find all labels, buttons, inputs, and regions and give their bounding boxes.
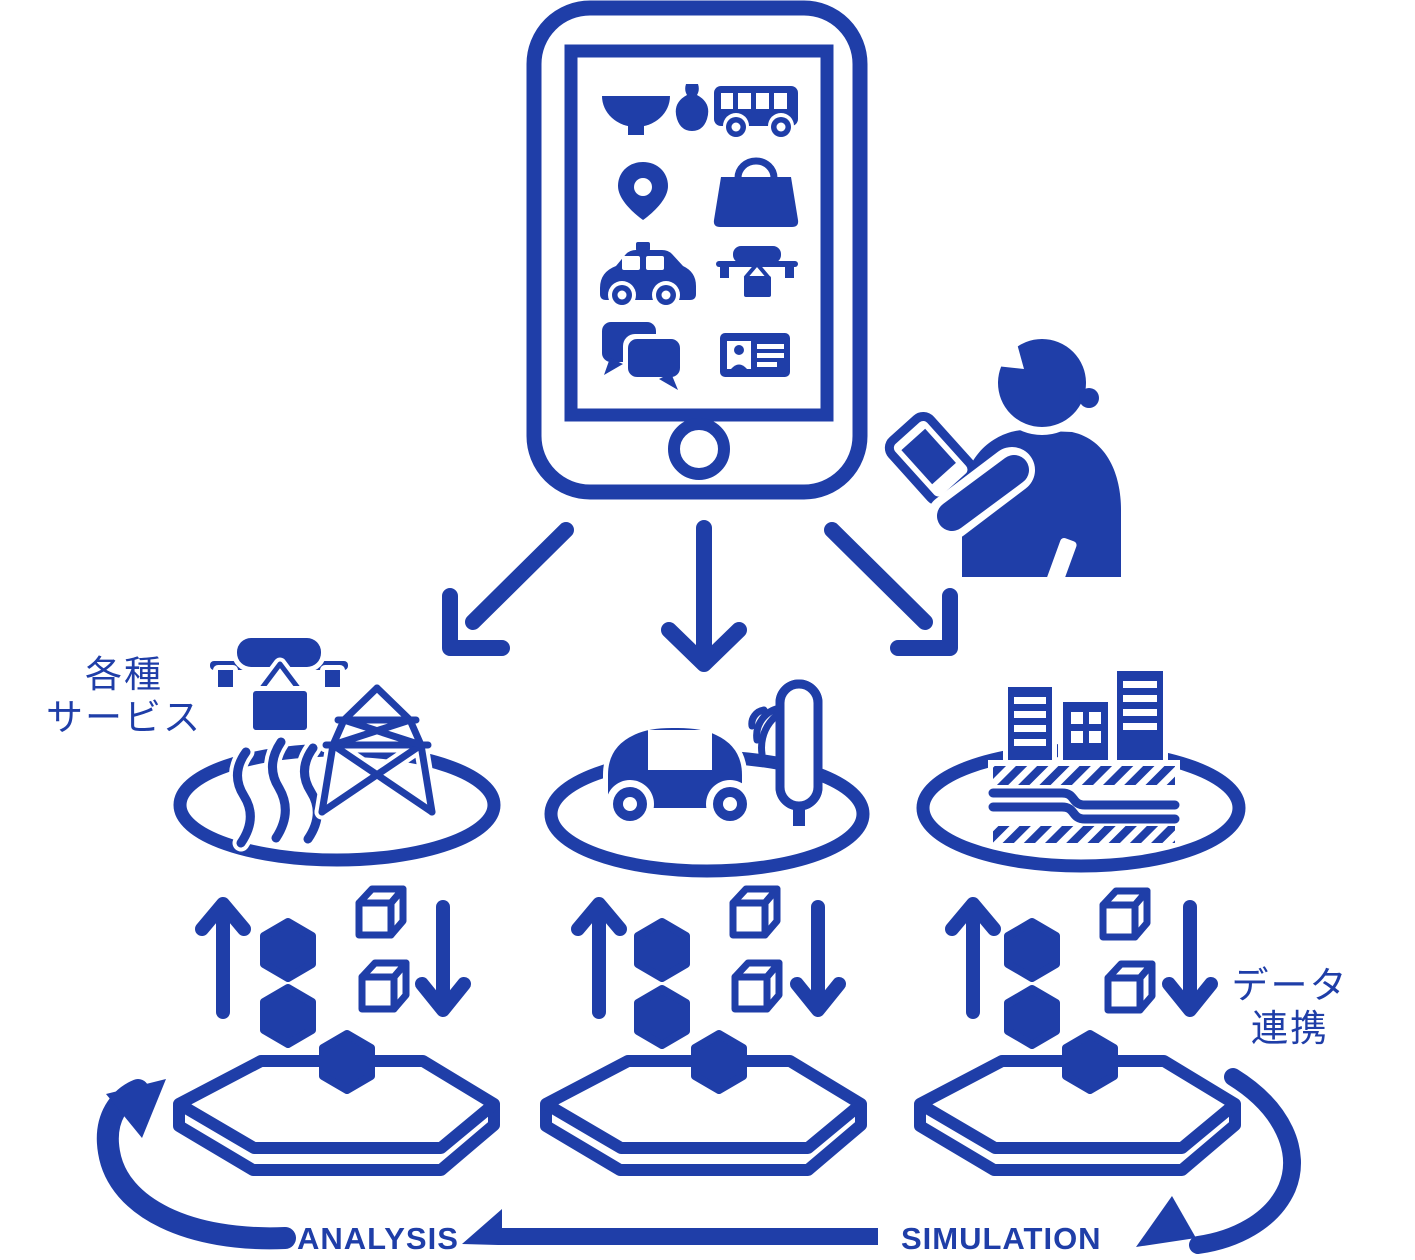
data-linkage-label-line1: データ xyxy=(1231,965,1349,1006)
autonomous-car-icon xyxy=(603,723,754,828)
data-cube-filled xyxy=(638,922,686,978)
bus-icon xyxy=(714,86,798,139)
person-arm xyxy=(937,455,1029,531)
ground-strata-icon xyxy=(988,760,1180,844)
map-pin-icon xyxy=(618,162,668,220)
taxi-icon xyxy=(600,242,696,309)
delivery-drone-icon xyxy=(205,633,353,735)
data-cube-outline xyxy=(362,963,406,1009)
upload-arrow-icon xyxy=(952,904,994,1012)
download-arrow-icon xyxy=(1169,907,1211,1010)
data-cube-filled xyxy=(1008,989,1056,1045)
river-icon xyxy=(229,733,326,852)
digital-twin-platform-3 xyxy=(920,1034,1235,1170)
service-platform-drone-powergrid xyxy=(173,633,501,867)
download-arrow-icon xyxy=(422,907,464,1010)
handbag-icon xyxy=(713,157,799,227)
data-cube-outline xyxy=(733,889,777,935)
cycle-arrow-left xyxy=(96,1079,296,1250)
flow-arrow-left xyxy=(442,522,574,656)
tableware-bowl-and-vase-icon xyxy=(602,84,709,135)
download-arrow-icon xyxy=(797,907,839,1010)
data-cube-filled xyxy=(264,988,312,1044)
data-cube-outline xyxy=(1103,891,1147,937)
data-exchange-column-2 xyxy=(578,889,839,1045)
digital-twin-platform-1 xyxy=(179,1034,494,1170)
platform-cube xyxy=(323,1034,371,1090)
service-platform-city xyxy=(916,666,1246,873)
platform-cube xyxy=(695,1034,743,1090)
upload-arrow-icon xyxy=(578,904,620,1012)
simulation-label: SIMULATION xyxy=(901,1221,1102,1256)
data-cube-filled xyxy=(264,922,312,978)
id-card-icon xyxy=(720,333,790,377)
data-exchange-column-1 xyxy=(202,889,464,1044)
power-pylon-icon xyxy=(314,680,440,820)
analysis-label: ANALYSIS xyxy=(297,1221,459,1256)
data-cube-filled xyxy=(638,989,686,1045)
buildings-icon xyxy=(1003,666,1168,772)
delivery-drone-icon xyxy=(716,246,798,297)
data-linkage-label-line2: 連携 xyxy=(1251,1008,1329,1049)
data-cube-outline xyxy=(735,963,779,1009)
services-label-line2: サービス xyxy=(46,697,202,738)
digital-twin-platform-2 xyxy=(546,1034,861,1170)
data-exchange-column-3 xyxy=(952,891,1211,1045)
simulation-to-analysis-arrow xyxy=(462,1209,878,1245)
home-button-icon xyxy=(668,418,730,480)
flow-arrow-right xyxy=(824,522,958,656)
data-cube-outline xyxy=(359,889,403,935)
services-label: 各種 サービス xyxy=(38,653,210,739)
data-linkage-label: データ 連携 xyxy=(1222,964,1358,1050)
platform-cube xyxy=(1066,1034,1114,1090)
flow-arrow-center xyxy=(661,520,747,672)
person-head xyxy=(990,331,1094,435)
cycle-arrow-right xyxy=(1136,1068,1301,1254)
data-cube-filled xyxy=(1008,922,1056,978)
user-with-phone xyxy=(884,331,1121,594)
data-cube-outline xyxy=(1108,964,1152,1010)
smartphone xyxy=(526,0,868,500)
upload-arrow-icon xyxy=(202,904,244,1012)
chat-bubbles-icon xyxy=(602,322,685,390)
roadside-tree-icon xyxy=(775,679,823,831)
services-label-line1: 各種 xyxy=(85,654,163,695)
flow-arrows xyxy=(442,520,958,672)
service-platform-connected-car xyxy=(544,679,870,878)
